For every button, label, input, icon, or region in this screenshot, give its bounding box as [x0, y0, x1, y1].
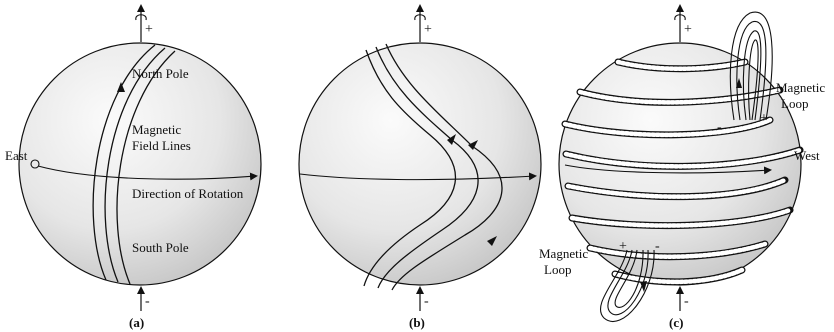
- north-rotation-axis: +: [136, 6, 153, 42]
- caption-b: (b): [409, 315, 425, 330]
- panel-b: + - (b): [299, 6, 541, 330]
- bottom-minus-sign: -: [145, 294, 150, 309]
- upper-minus-sign: -: [717, 120, 722, 135]
- lower-plus-sign: +: [619, 239, 627, 254]
- magnetic-loop-upper-label-2: Loop: [781, 96, 808, 111]
- west-label: West: [794, 148, 820, 163]
- north-rotation-axis: +: [675, 6, 692, 42]
- panel-a: + North Pole Magnetic Field Lines East D…: [5, 6, 261, 330]
- magnetic-field-lines-label: Magnetic: [132, 122, 181, 137]
- panel-c: +: [539, 6, 825, 330]
- magnetic-field-lines-label-2: Field Lines: [132, 138, 191, 153]
- caption-a: (a): [129, 315, 144, 330]
- bottom-minus-sign: -: [684, 294, 689, 309]
- south-rotation-axis: -: [141, 288, 150, 311]
- sphere-b: [299, 43, 541, 285]
- upper-plus-sign: +: [760, 111, 768, 126]
- magnetic-loop-upper-label: Magnetic: [776, 80, 825, 95]
- south-rotation-axis: -: [420, 288, 429, 311]
- south-rotation-axis: -: [680, 288, 689, 311]
- magnetic-loop-lower-label-2: Loop: [544, 262, 571, 277]
- bottom-minus-sign: -: [424, 294, 429, 309]
- lower-minus-sign: -: [655, 239, 660, 254]
- north-rotation-axis: +: [415, 6, 432, 42]
- magnetic-loop-lower-label: Magnetic: [539, 246, 588, 261]
- south-pole-label: South Pole: [132, 240, 189, 255]
- caption-c: (c): [669, 315, 683, 330]
- top-plus-sign: +: [145, 22, 153, 37]
- north-pole-label: North Pole: [132, 66, 189, 81]
- east-label: East: [5, 148, 28, 163]
- top-plus-sign: +: [684, 22, 692, 37]
- top-plus-sign: +: [424, 22, 432, 37]
- direction-of-rotation-label: Direction of Rotation: [132, 186, 244, 201]
